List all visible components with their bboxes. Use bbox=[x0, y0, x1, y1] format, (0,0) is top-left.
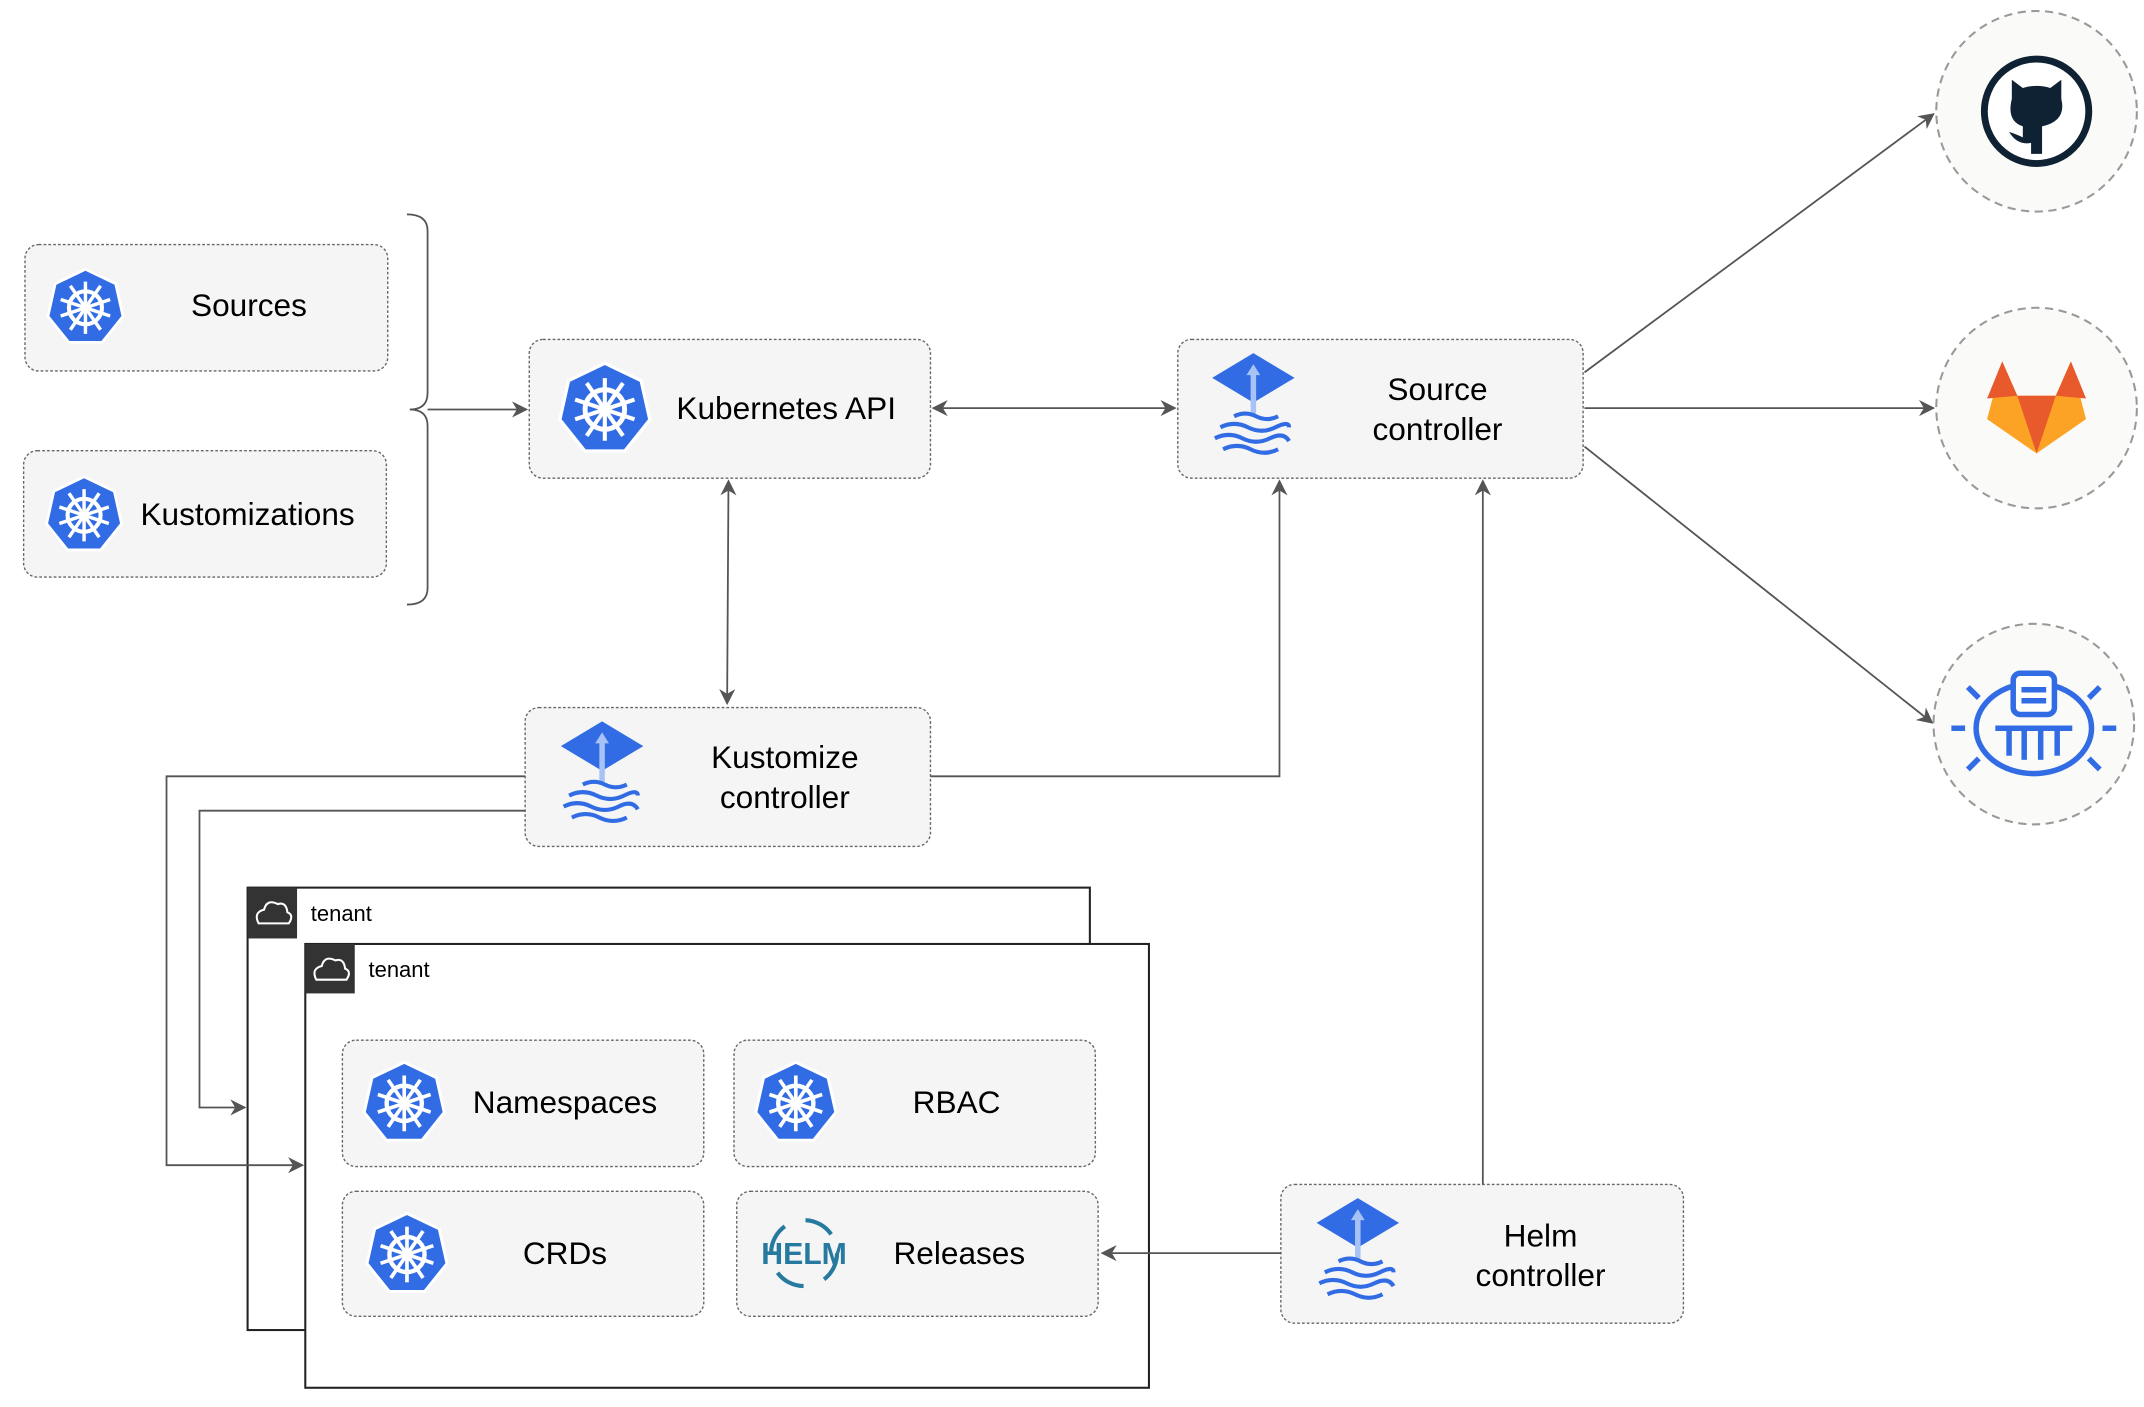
cloud-icon bbox=[255, 901, 293, 925]
helm-icon: HELM bbox=[761, 1218, 847, 1289]
sources-node[interactable]: Sources bbox=[24, 243, 389, 372]
source-controller-node[interactable]: Source controller bbox=[1177, 338, 1584, 479]
crds-node[interactable]: CRDs bbox=[341, 1190, 705, 1318]
gitlab-icon bbox=[1987, 361, 2087, 454]
helm-controller-node[interactable]: Helm controller bbox=[1280, 1183, 1685, 1324]
releases-label: Releases bbox=[893, 1235, 1025, 1271]
rbac-node[interactable]: RBAC bbox=[733, 1039, 1097, 1168]
kustomize-controller-node[interactable]: Kustomize controller bbox=[524, 706, 932, 848]
connector bbox=[165, 775, 526, 1174]
source-controller-label: Source bbox=[1387, 371, 1487, 407]
crds-label: CRDs bbox=[523, 1235, 607, 1271]
github-source[interactable] bbox=[1935, 9, 2138, 213]
connector bbox=[198, 809, 526, 1116]
releases-node[interactable]: HELM Releases bbox=[736, 1190, 1099, 1318]
cloud-icon bbox=[313, 957, 350, 981]
connector bbox=[1583, 445, 1934, 724]
kubernetes-api-label: Kubernetes API bbox=[676, 390, 896, 426]
kustomize-controller-label: Kustomize bbox=[711, 739, 858, 775]
namespaces-label: Namespaces bbox=[473, 1084, 657, 1120]
kustomizations-label: Kustomizations bbox=[140, 496, 354, 532]
kubernetes-api-node[interactable]: Kubernetes API bbox=[528, 338, 932, 479]
kustomize-controller-label: controller bbox=[720, 779, 850, 815]
connector bbox=[719, 479, 737, 706]
grouping-brace bbox=[406, 213, 429, 606]
tenant-label: tenant bbox=[369, 957, 430, 982]
connector bbox=[1583, 113, 1935, 374]
bucket-source[interactable] bbox=[1932, 622, 2136, 826]
rbac-label: RBAC bbox=[913, 1084, 1001, 1120]
source-controller-label: controller bbox=[1373, 411, 1503, 447]
helm-controller-label: Helm bbox=[1504, 1217, 1578, 1253]
tenant-label: tenant bbox=[311, 901, 372, 926]
connector bbox=[930, 479, 1288, 778]
github-icon bbox=[1980, 55, 2093, 167]
bucket-icon bbox=[1951, 670, 2117, 777]
sources-label: Sources bbox=[191, 287, 307, 323]
gitlab-source[interactable] bbox=[1935, 306, 2138, 510]
kustomizations-node[interactable]: Kustomizations bbox=[22, 449, 388, 578]
svg-text:HELM: HELM bbox=[761, 1238, 847, 1271]
helm-controller-label: controller bbox=[1476, 1257, 1606, 1293]
namespaces-node[interactable]: Namespaces bbox=[341, 1039, 705, 1168]
